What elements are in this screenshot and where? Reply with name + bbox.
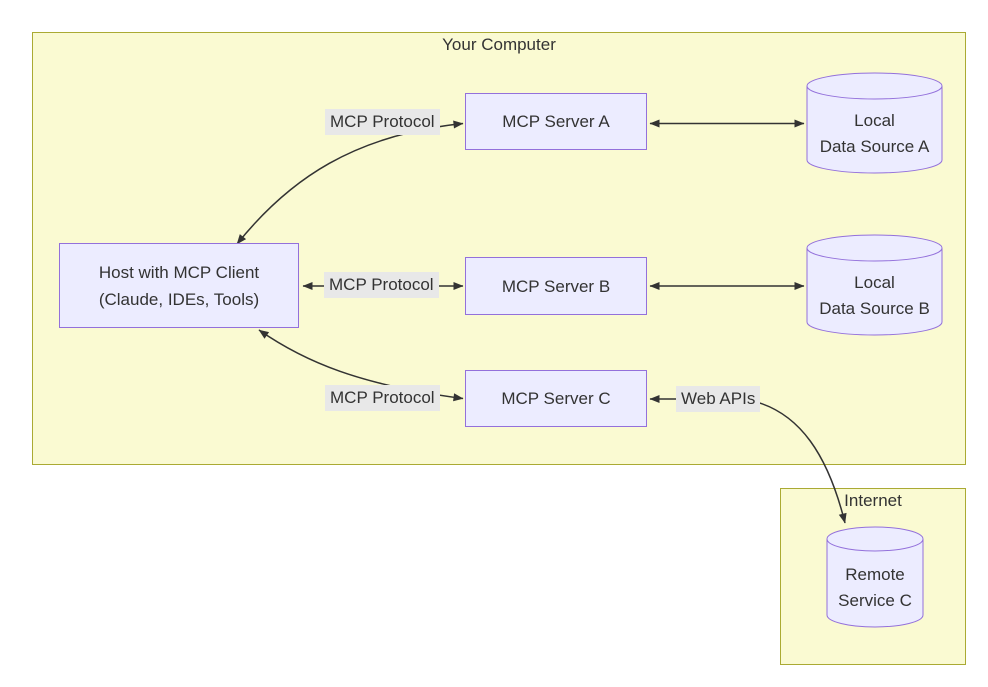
remote-service-c-line2: Service C: [838, 591, 912, 610]
local-data-source-a-label: Local Data Source A: [807, 108, 942, 160]
edge-label-web-apis: Web APIs: [676, 386, 761, 412]
node-mcp-server-a: MCP Server A: [465, 93, 647, 150]
data-source-a-line1: Local: [854, 111, 895, 130]
node-mcp-server-b: MCP Server B: [465, 257, 647, 315]
cluster-title-internet: Internet: [844, 491, 902, 510]
host-label-line1: Host with MCP Client: [98, 262, 260, 282]
edge-label-mcp-protocol-c: MCP Protocol: [325, 385, 440, 411]
remote-service-c-line1: Remote: [845, 565, 905, 584]
data-source-a-line2: Data Source A: [819, 137, 930, 156]
mcp-server-a-label: MCP Server A: [502, 112, 610, 131]
edge-label-mcp-protocol-a: MCP Protocol: [325, 109, 440, 135]
node-host-with-mcp-client: Host with MCP Client (Claude, IDEs, Tool…: [59, 243, 299, 328]
cluster-title-your-computer: Your Computer: [442, 35, 556, 54]
edge-label-mcp-protocol-b: MCP Protocol: [324, 272, 439, 298]
host-label-line2: (Claude, IDEs, Tools): [98, 289, 260, 309]
data-source-b-line2: Data Source B: [819, 299, 930, 318]
local-data-source-b-label: Local Data Source B: [807, 270, 942, 322]
data-source-b-line1: Local: [854, 273, 895, 292]
mcp-server-b-label: MCP Server B: [501, 276, 611, 296]
remote-service-c-label: Remote Service C: [827, 562, 923, 614]
node-mcp-server-c: MCP Server C: [465, 370, 647, 427]
mcp-server-c-label: MCP Server C: [501, 389, 611, 408]
